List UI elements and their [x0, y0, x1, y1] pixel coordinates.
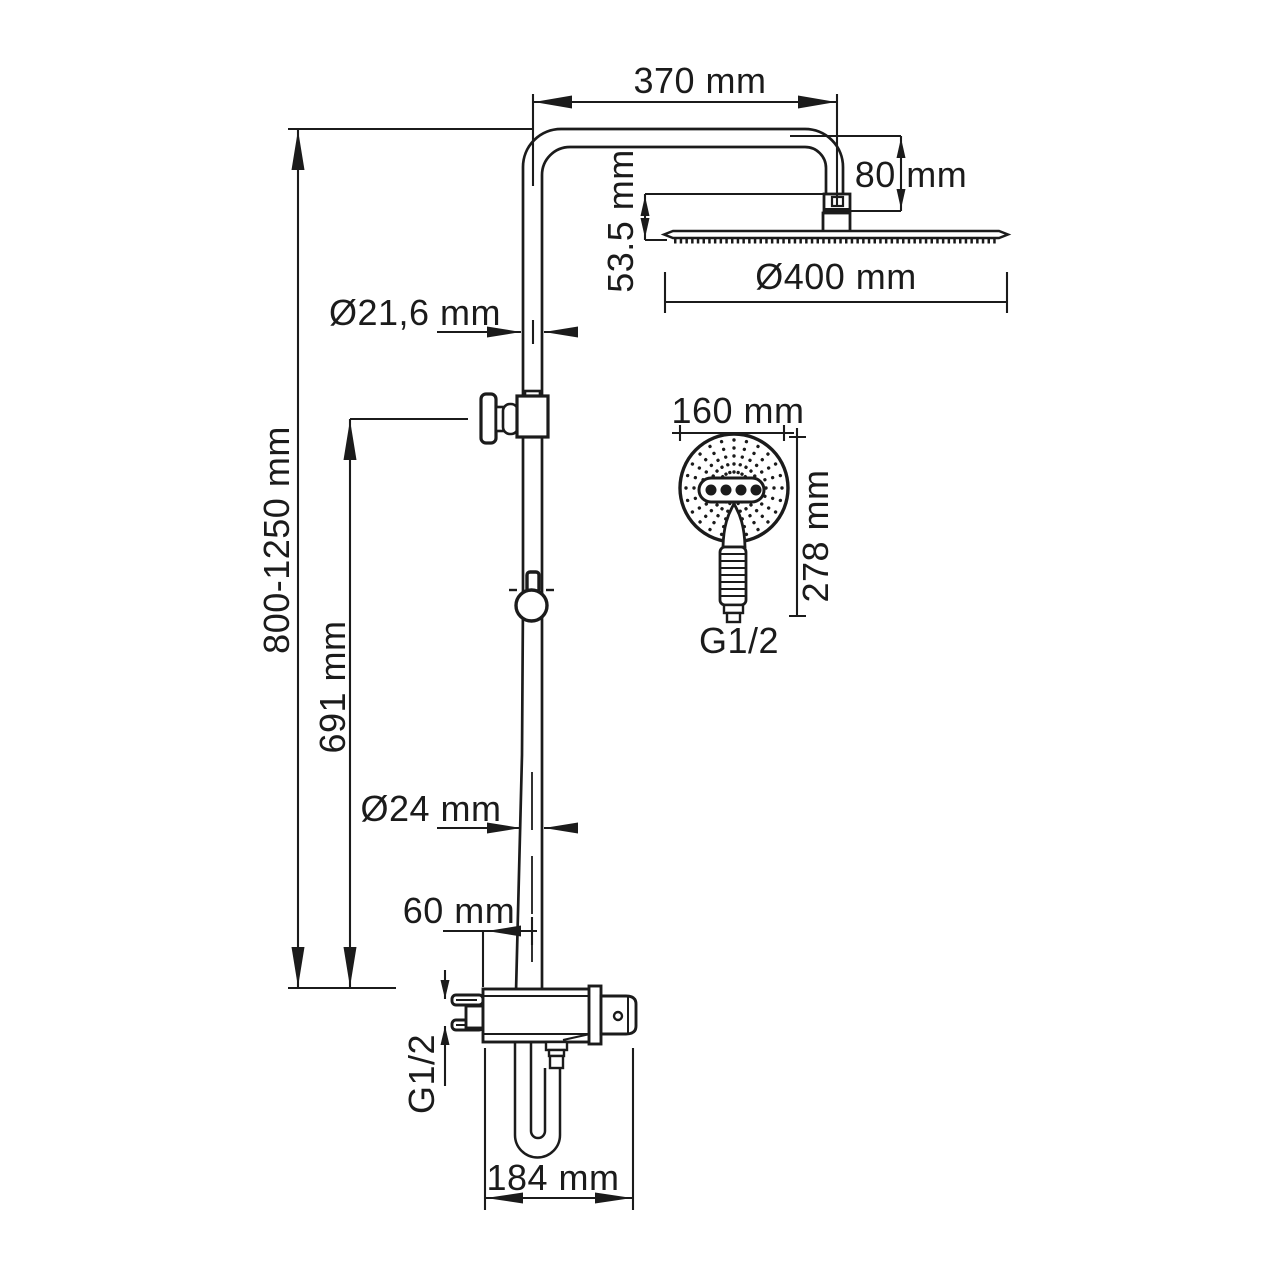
mixer-body-detail: [562, 1033, 591, 1041]
arrow-216-left: [487, 326, 521, 338]
mixer-handle-hole: [612, 1010, 624, 1022]
pipe-outer-edge: [514, 127, 845, 993]
hand-shower-detail: [678, 432, 790, 624]
arrow-370-right: [798, 95, 836, 109]
arrow-80-up: [896, 138, 906, 158]
head-plate: [660, 229, 1012, 240]
pill-dot-1: [705, 484, 717, 496]
arrow-24-left: [487, 822, 521, 834]
arrow-535-up: [640, 196, 650, 216]
mixer-right-cap: [587, 984, 603, 1046]
arrow-60: [487, 925, 521, 937]
dim-label-slide-bar-height: 691 mm: [312, 620, 353, 754]
arrow-g12-down: [440, 980, 450, 999]
hose-outer: [513, 1043, 562, 1159]
column-pipe-and-arm: [514, 127, 845, 993]
head-connector-band: [824, 208, 850, 214]
dim-label-head-plate-offset: 53.5 mm: [600, 149, 641, 293]
arrow-216-right: [544, 326, 578, 338]
dim-label-arm-length: 370 mm: [633, 60, 767, 101]
grip-end-band: [722, 603, 745, 615]
arrow-80-down: [896, 189, 906, 209]
dim-label-hand-shower-thread: G1/2: [698, 620, 780, 661]
arrow-535-down: [640, 218, 650, 238]
dim-label-head-drop: 80 mm: [854, 154, 968, 195]
hose-inner: [529, 1043, 547, 1140]
dim-label-hand-shower-length: 278 mm: [795, 469, 836, 603]
bracket-knob-disc: [479, 392, 498, 445]
arrow-691-down: [343, 947, 357, 987]
pill-dot-3: [735, 484, 747, 496]
arrow-height-up: [291, 130, 305, 170]
dim-label-upper-pipe-diameter: Ø21,6 mm: [328, 292, 502, 333]
holder-knob: [514, 588, 549, 623]
dim-label-wall-offset: 60 mm: [402, 890, 516, 931]
hand-shower-holder: [509, 570, 554, 623]
dimension-arrowheads: [291, 95, 906, 1204]
arrow-184-right: [595, 1192, 632, 1204]
arrow-370-left: [534, 95, 572, 109]
shower-hose: [513, 1043, 562, 1159]
grip-end-nut: [725, 611, 742, 624]
dim-label-mixer-width: 184 mm: [486, 1157, 620, 1198]
dim-label-column-height: 800-1250 mm: [256, 426, 297, 654]
pill-dot-2: [720, 484, 732, 496]
dim-label-hand-shower-diameter: 160 mm: [671, 390, 805, 431]
arrow-height-down: [291, 947, 305, 987]
dim-label-inlet-thread: G1/2: [401, 1033, 442, 1115]
mixer-body-group: [450, 984, 638, 1070]
arrow-691-up: [343, 420, 357, 460]
dim-label-head-diameter: Ø400 mm: [755, 256, 917, 297]
bracket-body: [515, 394, 550, 439]
head-base-block: [821, 211, 852, 234]
inlet-step-block: [464, 1004, 485, 1030]
arrow-184-left: [486, 1192, 523, 1204]
pipe-inner-edge: [540, 145, 828, 992]
slider-bracket: [479, 389, 550, 445]
arrow-24-right: [544, 822, 578, 834]
arrow-g12-up: [440, 1026, 450, 1045]
grip-stripes: [721, 553, 745, 597]
dim-label-lower-pipe-diameter: Ø24 mm: [360, 788, 502, 829]
hose-connector-nut: [548, 1054, 565, 1070]
pill-dot-4: [750, 484, 762, 496]
